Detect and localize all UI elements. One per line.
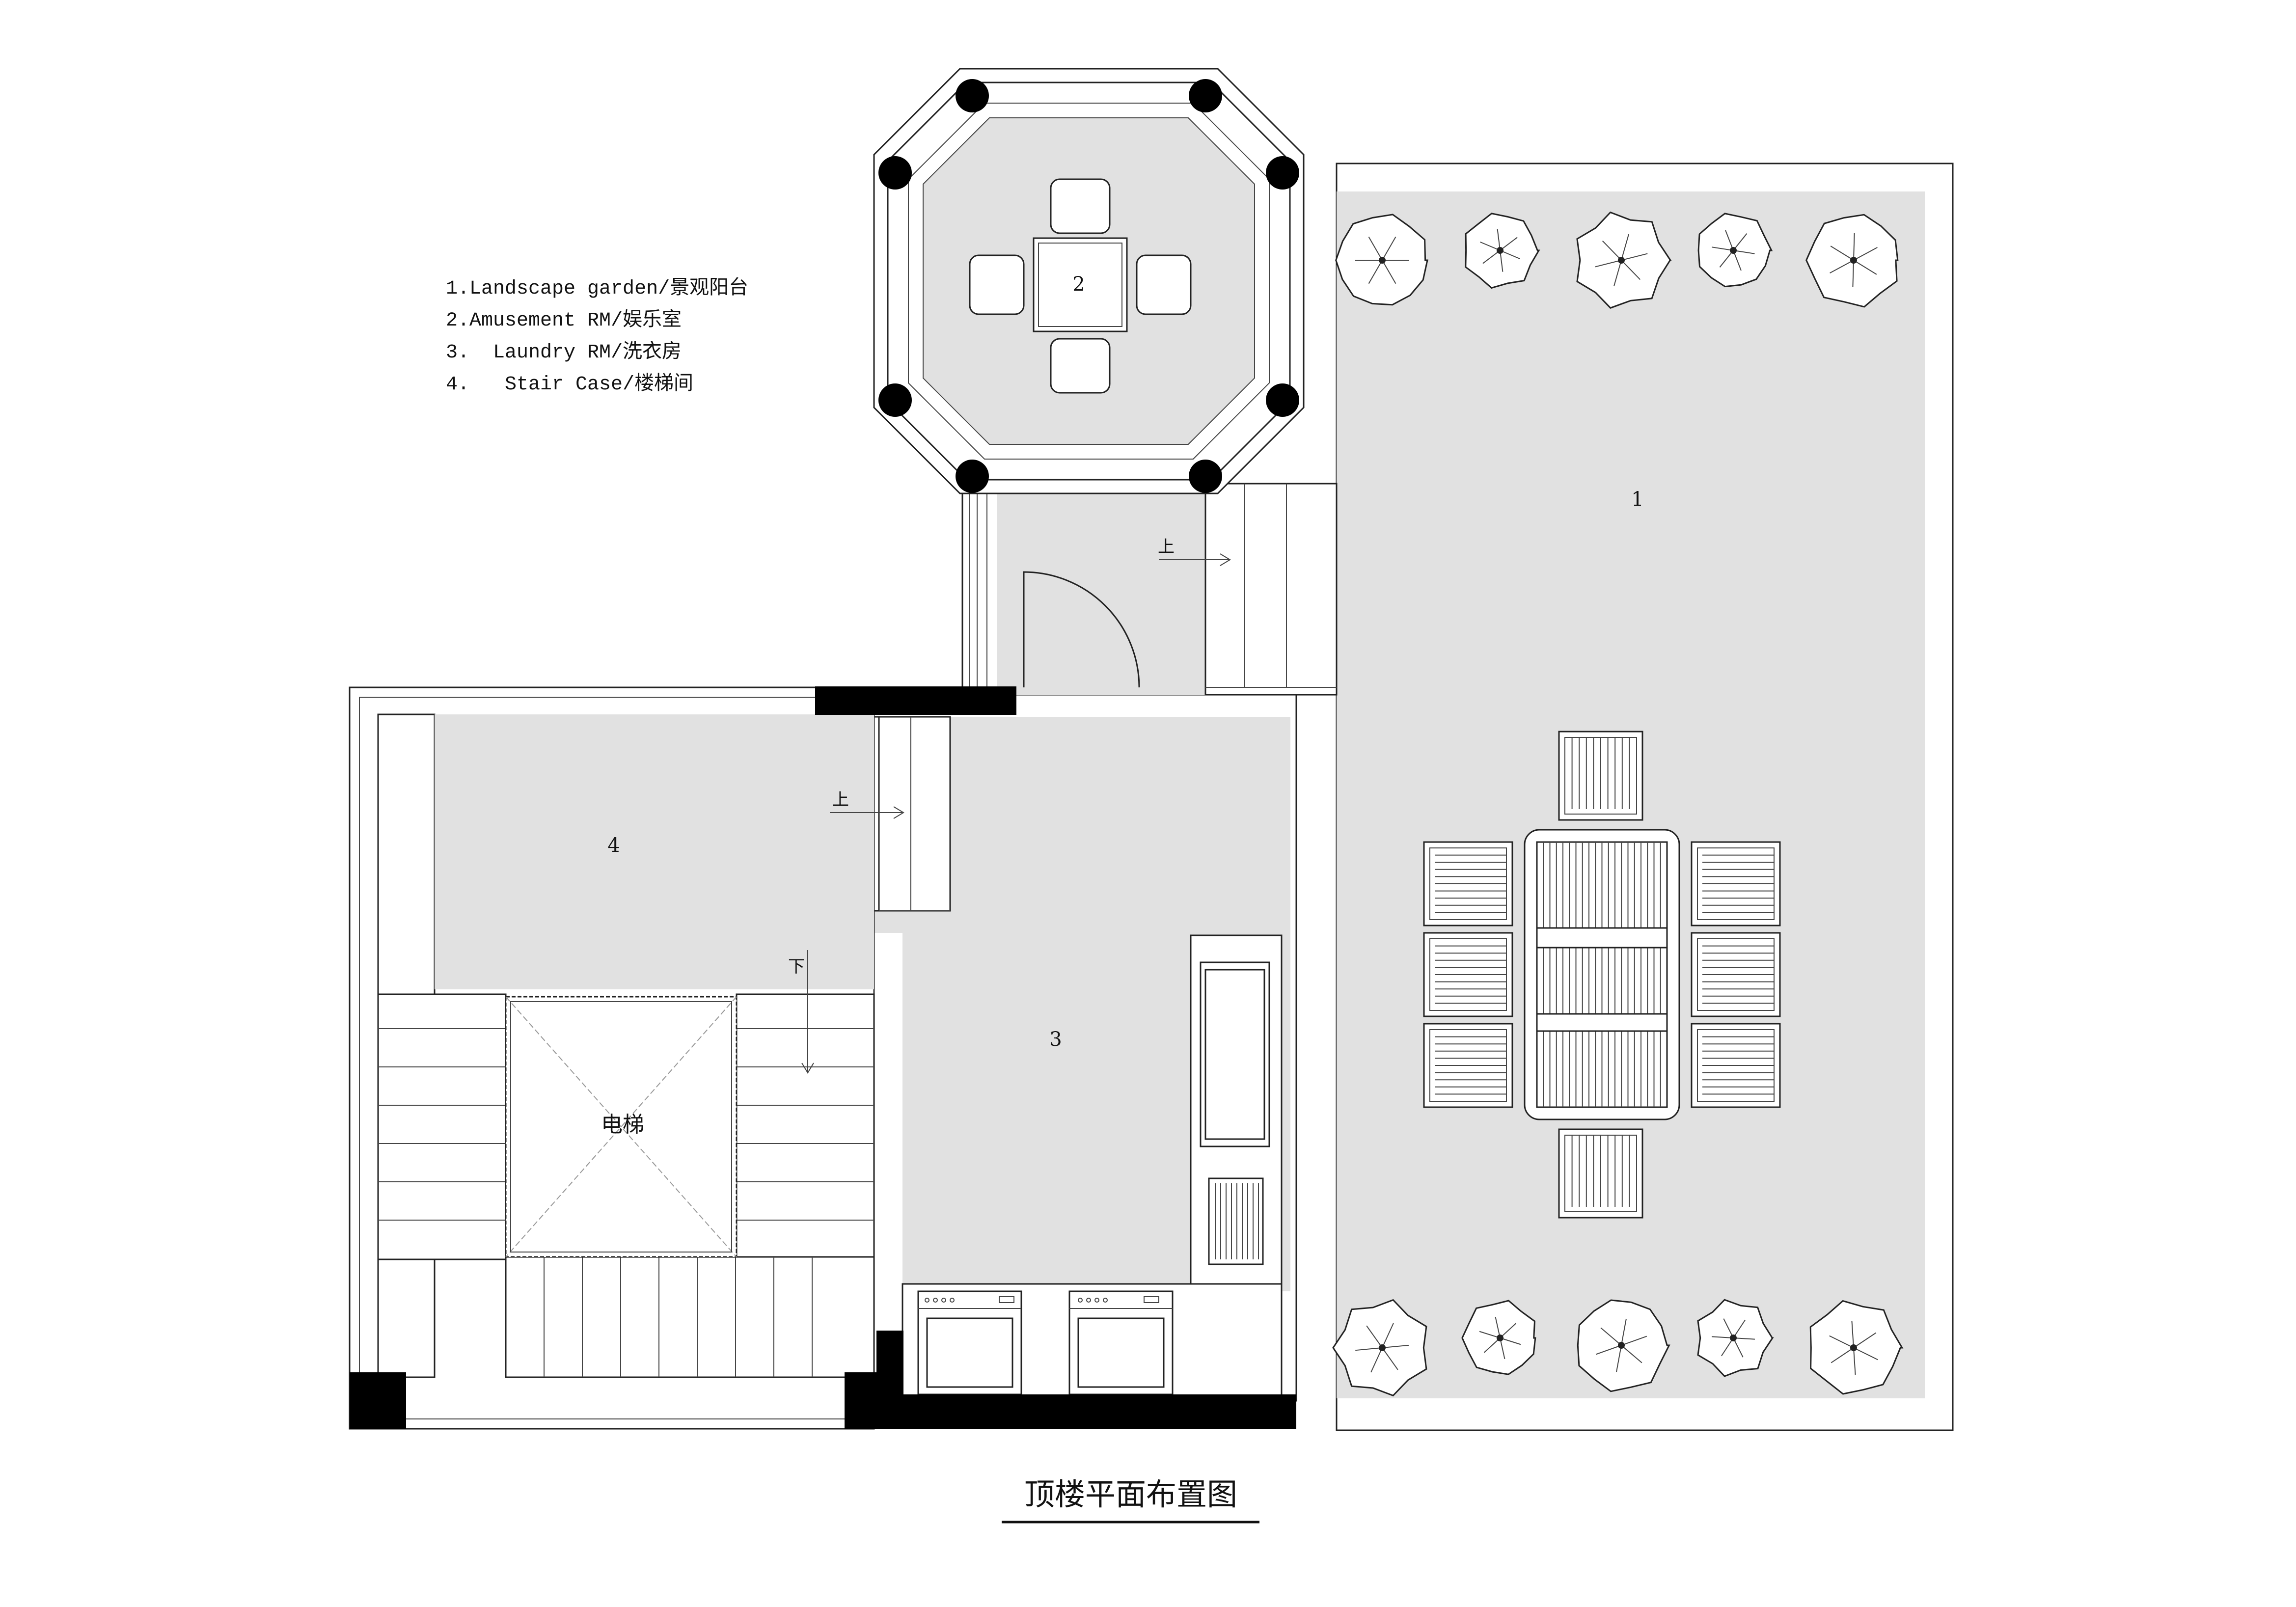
corridor: [961, 483, 1338, 696]
up-arrow-corridor: 上: [1158, 537, 1231, 566]
stair-case: [349, 686, 875, 1430]
laundry-room: [873, 693, 1297, 1403]
chair: [1691, 841, 1781, 926]
chair: [1423, 932, 1513, 1017]
game-table: [969, 178, 1192, 394]
washer: [917, 1290, 1022, 1395]
column-posts: [878, 79, 1299, 493]
tree-icon: [1461, 1300, 1536, 1375]
room-label-2: 2: [1072, 273, 1085, 296]
room-label-3: 3: [1049, 1028, 1062, 1051]
trees: [1332, 211, 1904, 1397]
tree-icon: [1809, 1300, 1904, 1395]
legend-item-2: 2.Amusement RM/娱乐室: [446, 308, 682, 332]
chair: [1691, 932, 1781, 1017]
room-label-1: 1: [1631, 488, 1643, 511]
svg-text:上: 上: [1158, 537, 1175, 557]
tree-icon: [1335, 214, 1428, 306]
legend-item-3: 3. Laundry RM/洗衣房: [446, 341, 682, 364]
tree-icon: [1805, 214, 1899, 308]
dryer: [1068, 1290, 1174, 1395]
down-arrow-stair: 下: [788, 950, 814, 1074]
stair-treads-bottom: [505, 1256, 875, 1378]
tree-icon: [1332, 1299, 1427, 1397]
room-label-4: 4: [607, 834, 620, 857]
dining-set: [1423, 731, 1781, 1219]
svg-text:上: 上: [832, 790, 849, 810]
tree-icon: [1697, 1299, 1774, 1377]
legend-item-4: 4. Stair Case/楼梯间: [446, 373, 693, 396]
tree-icon: [1576, 211, 1672, 309]
stair-treads-left: [377, 993, 507, 1260]
chair: [1691, 1023, 1781, 1108]
tree-icon: [1697, 213, 1773, 288]
tree-icon: [1577, 1299, 1670, 1392]
walls: [350, 686, 1296, 1429]
svg-text:下: 下: [788, 957, 805, 977]
stair-treads-right: [736, 993, 875, 1260]
chair: [1558, 1128, 1643, 1219]
elevator-label: 电梯: [601, 1112, 644, 1137]
chair: [1558, 731, 1643, 821]
legend: 1.Landscape garden/景观阳台 2.Amusement RM/娱…: [446, 277, 748, 396]
amusement-room: [873, 68, 1305, 494]
landscape-garden: [1336, 163, 1954, 1431]
up-arrow-stair: 上: [830, 790, 904, 819]
tree-icon: [1465, 213, 1540, 289]
dryer-vent: [1215, 1183, 1259, 1259]
chair: [1423, 1023, 1513, 1108]
chair: [1423, 841, 1513, 926]
drawing-title: 顶楼平面布置图: [1024, 1476, 1237, 1512]
legend-item-1: 1.Landscape garden/景观阳台: [446, 277, 748, 300]
